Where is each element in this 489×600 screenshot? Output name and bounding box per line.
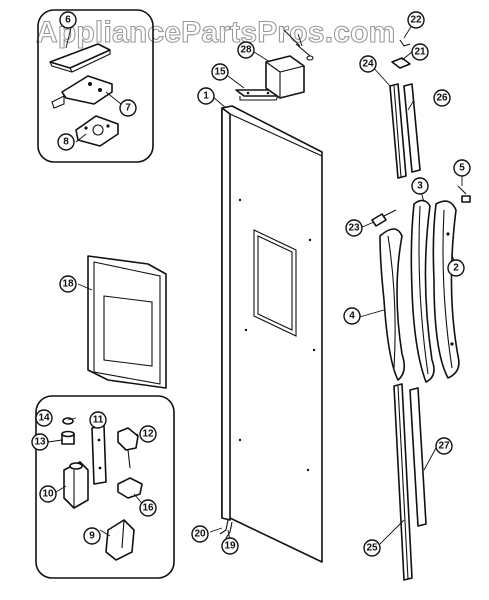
svg-text:24: 24 (362, 59, 374, 70)
callout-15: 15 (211, 63, 229, 81)
svg-text:18: 18 (62, 279, 74, 290)
svg-text:15: 15 (214, 67, 226, 78)
callout-20: 20 (191, 525, 209, 543)
hinge-inset-top-left (37, 9, 154, 163)
hinge-inset-bottom-left (35, 395, 175, 579)
callout-3: 3 (411, 177, 429, 195)
callout-24: 24 (359, 55, 377, 73)
callout-2: 2 (447, 259, 465, 277)
watermark-text: AppliancePartsPros.com (36, 16, 396, 49)
svg-text:12: 12 (142, 429, 154, 440)
callout-16: 16 (139, 499, 157, 517)
svg-text:23: 23 (348, 223, 360, 234)
part-28-block (265, 29, 314, 99)
svg-text:2: 2 (453, 263, 459, 274)
callout-21: 21 (411, 43, 429, 61)
callout-28: 28 (237, 41, 255, 59)
svg-text:1: 1 (203, 91, 209, 102)
callout-12: 12 (139, 425, 157, 443)
svg-text:4: 4 (349, 311, 355, 322)
callout-10: 10 (39, 485, 57, 503)
svg-text:11: 11 (93, 415, 104, 426)
door-handles (379, 199, 460, 383)
callout-13: 13 (31, 433, 49, 451)
svg-text:9: 9 (89, 531, 95, 542)
part-18-dispenser-frame (87, 255, 167, 389)
svg-text:8: 8 (63, 137, 69, 148)
callout-5: 5 (453, 159, 471, 177)
callout-23: 23 (345, 219, 363, 237)
part-23-screw (371, 209, 397, 227)
callout-19: 19 (221, 537, 239, 555)
part-21-22-screws (391, 39, 411, 69)
callout-14: 14 (35, 409, 53, 427)
part-25-27-trim-lower (393, 383, 427, 581)
svg-text:19: 19 (224, 541, 236, 552)
svg-text:28: 28 (240, 45, 252, 56)
svg-text:14: 14 (38, 413, 50, 424)
svg-text:10: 10 (42, 489, 54, 500)
callout-8: 8 (57, 133, 75, 151)
callout-22: 22 (407, 11, 425, 29)
svg-text:27: 27 (438, 441, 450, 452)
svg-text:3: 3 (417, 181, 423, 192)
svg-text:7: 7 (125, 103, 131, 114)
svg-text:21: 21 (414, 47, 426, 58)
door-panel (219, 105, 323, 563)
callout-6: 6 (59, 11, 77, 29)
svg-text:13: 13 (34, 437, 46, 448)
callout-7: 7 (119, 99, 137, 117)
callout-27: 27 (435, 437, 453, 455)
svg-text:20: 20 (194, 529, 206, 540)
callout-4: 4 (343, 307, 361, 325)
part-24-26-trim-upper (389, 83, 421, 179)
callout-25: 25 (363, 539, 381, 557)
svg-text:26: 26 (436, 93, 448, 104)
svg-text:16: 16 (142, 503, 154, 514)
callout-18: 18 (59, 275, 77, 293)
callout-1: 1 (197, 87, 215, 105)
callout-9: 9 (83, 527, 101, 545)
callout-11: 11 (89, 411, 107, 429)
svg-text:5: 5 (459, 163, 465, 174)
svg-text:25: 25 (366, 543, 378, 554)
svg-text:6: 6 (65, 15, 71, 26)
callout-26: 26 (433, 89, 451, 107)
part-5-screw (457, 185, 471, 203)
svg-text:22: 22 (410, 15, 422, 26)
